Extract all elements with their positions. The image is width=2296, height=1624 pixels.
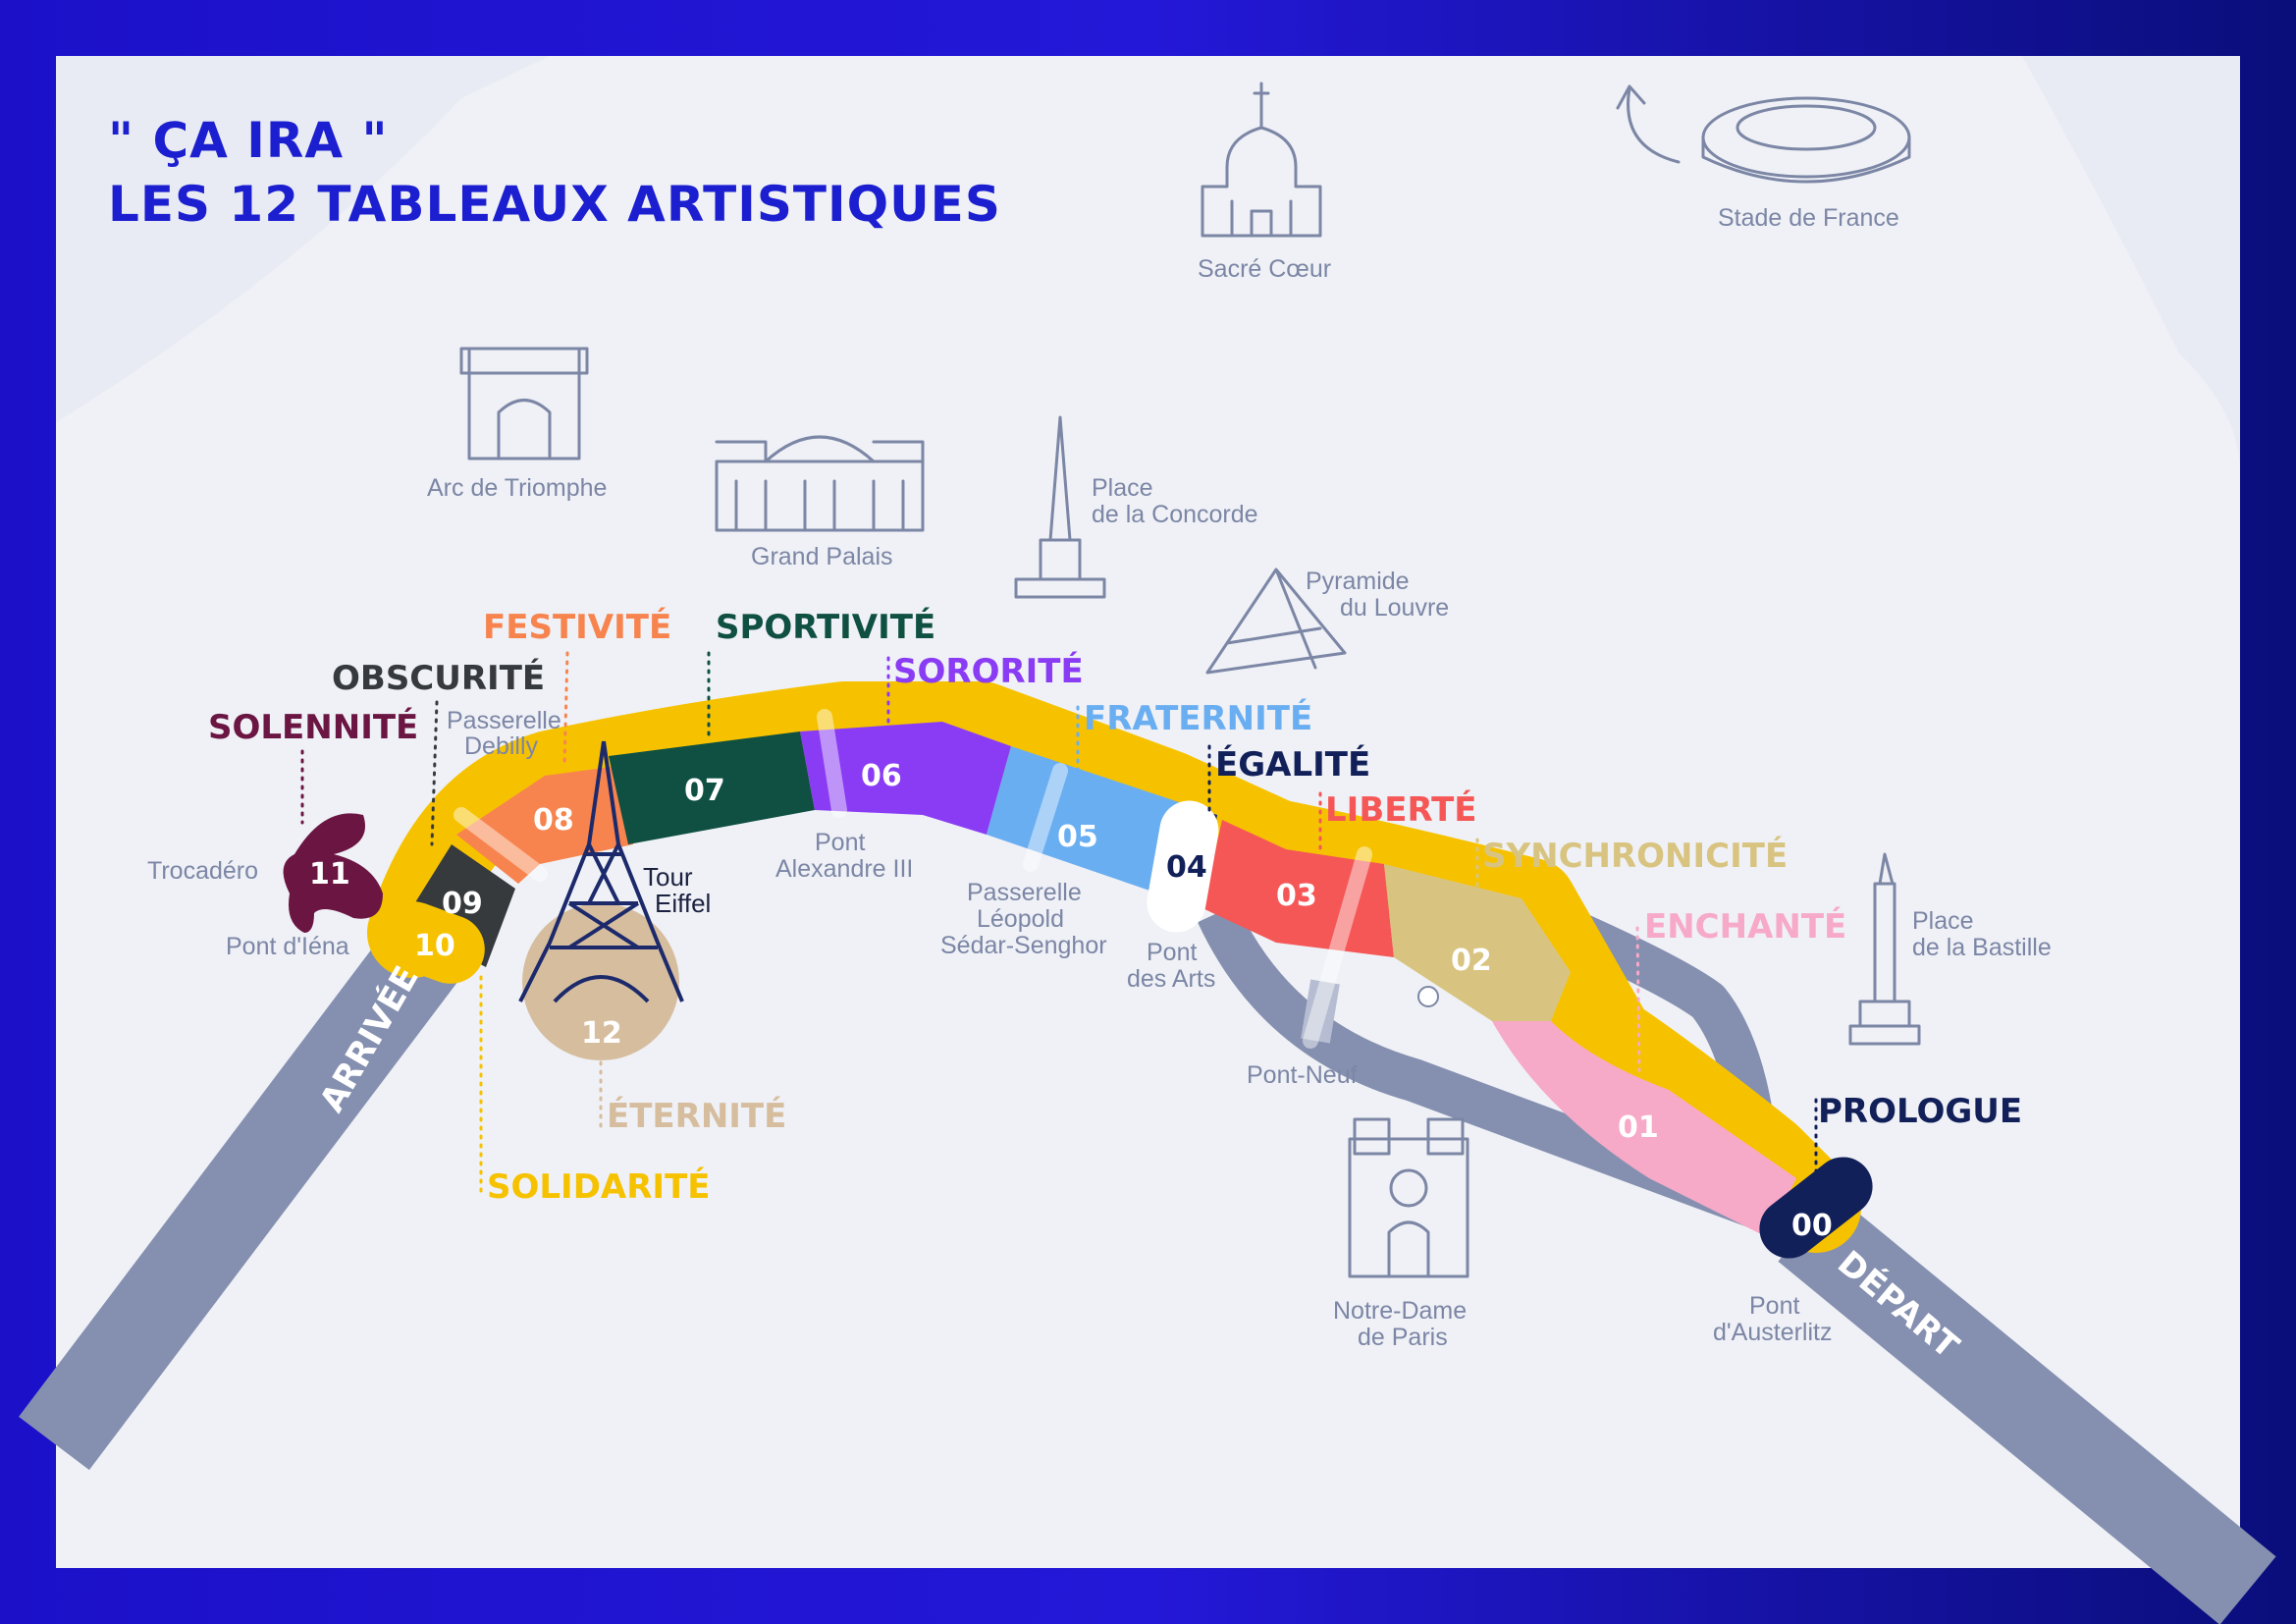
title-line-1: " ÇA IRA " [108, 112, 389, 169]
tableau-05-number: 05 [1057, 820, 1098, 854]
label-tour-eiffel-1: Tour [643, 862, 693, 892]
concorde-obelisk-icon [1014, 415, 1106, 599]
label-pont-alexandre-1: Pont [815, 829, 865, 856]
tableau-12-marker [522, 903, 679, 1060]
label-bastille-1: Place [1912, 907, 1974, 935]
notre-dame-icon [1348, 1117, 1469, 1278]
tableau-07-label: SPORTIVITÉ [716, 607, 935, 647]
label-passerelle-leopold-2: Léopold [977, 905, 1064, 933]
bridges [454, 709, 1372, 1049]
louvre-pyramid-icon [1205, 568, 1347, 675]
stade-de-france-icon [1701, 96, 1911, 184]
tableau-11-label: SOLENNITÉ [208, 707, 418, 747]
label-pont-des-arts-2: des Arts [1127, 965, 1215, 993]
label-trocadero: Trocadéro [147, 857, 258, 885]
label-pont-alexandre-2: Alexandre III [775, 855, 913, 883]
tableau-12-number: 12 [581, 1016, 622, 1051]
label-concorde-2: de la Concorde [1092, 501, 1258, 528]
bastille-column-icon [1848, 852, 1921, 1046]
label-pont-neuf: Pont-Neuf [1247, 1061, 1358, 1089]
label-stade-de-france: Stade de France [1718, 204, 1899, 232]
arrow-icon [1616, 84, 1681, 164]
parade-route [367, 681, 1861, 1253]
label-pont-iena: Pont d'Iéna [226, 933, 349, 960]
label-bastille-2: de la Bastille [1912, 934, 2052, 961]
grand-palais-icon [715, 435, 925, 532]
tableau-12-label: ÉTERNITÉ [607, 1096, 786, 1136]
eiffel-tower-icon [518, 740, 684, 1003]
tableau-01-label: ENCHANTÉ [1644, 906, 1846, 947]
tableau-10-marker [379, 901, 485, 984]
label-austerlitz-2: d'Austerlitz [1713, 1319, 1832, 1346]
arc-de-triomphe-icon [459, 347, 589, 460]
label-concorde-1: Place [1092, 474, 1153, 502]
notre-dame-marker [1417, 986, 1439, 1007]
tableau-02-label: SYNCHRONICITÉ [1482, 836, 1788, 876]
label-louvre-1: Pyramide [1306, 568, 1410, 595]
tableau-04-marker [1147, 800, 1219, 933]
label-passerelle-leopold-1: Passerelle [967, 879, 1082, 906]
label-arc-de-triomphe: Arc de Triomphe [427, 474, 607, 502]
tableau-10-number: 10 [414, 929, 455, 963]
label-notre-dame-2: de Paris [1358, 1324, 1448, 1351]
tableau-02-number: 02 [1451, 944, 1492, 978]
label-tour-eiffel-2: Eiffel [655, 889, 711, 918]
tableau-11-number: 11 [309, 857, 350, 892]
title-line-2: LES 12 TABLEAUX ARTISTIQUES [108, 176, 1001, 233]
segment-shapes [402, 722, 1796, 1237]
label-passerelle-debilly-2: Debilly [464, 732, 539, 760]
tableau-03-label: LIBERTÉ [1325, 789, 1477, 830]
sacre-coeur-icon [1201, 81, 1322, 238]
tableau-01-number: 01 [1618, 1110, 1659, 1145]
label-sacre-coeur: Sacré Cœur [1198, 255, 1331, 283]
tableau-10-label: SOLIDARITÉ [487, 1166, 711, 1207]
label-austerlitz-1: Pont [1749, 1292, 1799, 1320]
tableau-00-number: 00 [1791, 1209, 1833, 1243]
label-grand-palais: Grand Palais [751, 543, 893, 570]
tableau-04-number: 04 [1166, 850, 1207, 885]
tableau-09-number: 09 [442, 887, 483, 921]
tableau-08-label: FESTIVITÉ [483, 607, 671, 647]
tableau-04-label: ÉGALITÉ [1215, 744, 1370, 785]
tableau-06-number: 06 [861, 759, 902, 793]
label-passerelle-leopold-3: Sédar-Senghor [940, 932, 1107, 959]
tableau-05-label: FRATERNITÉ [1084, 698, 1312, 738]
tableau-08-number: 08 [533, 803, 574, 838]
tableau-labels: SOLENNITÉ OBSCURITÉ FESTIVITÉ SPORTIVITÉ… [208, 607, 2022, 1207]
tableau-03-number: 03 [1276, 879, 1317, 913]
tableau-00-marker [1759, 1157, 1873, 1259]
label-pont-des-arts-1: Pont [1147, 939, 1197, 966]
tableau-11-marker [283, 813, 383, 933]
tableau-00-label: PROLOGUE [1818, 1092, 2022, 1131]
label-notre-dame-1: Notre-Dame [1333, 1297, 1467, 1325]
tableau-07-number: 07 [684, 774, 725, 808]
tableau-09-label: OBSCURITÉ [332, 658, 545, 698]
label-passerelle-debilly-1: Passerelle [447, 707, 561, 734]
label-louvre-2: du Louvre [1340, 594, 1449, 622]
tableau-06-label: SORORITÉ [893, 651, 1084, 691]
